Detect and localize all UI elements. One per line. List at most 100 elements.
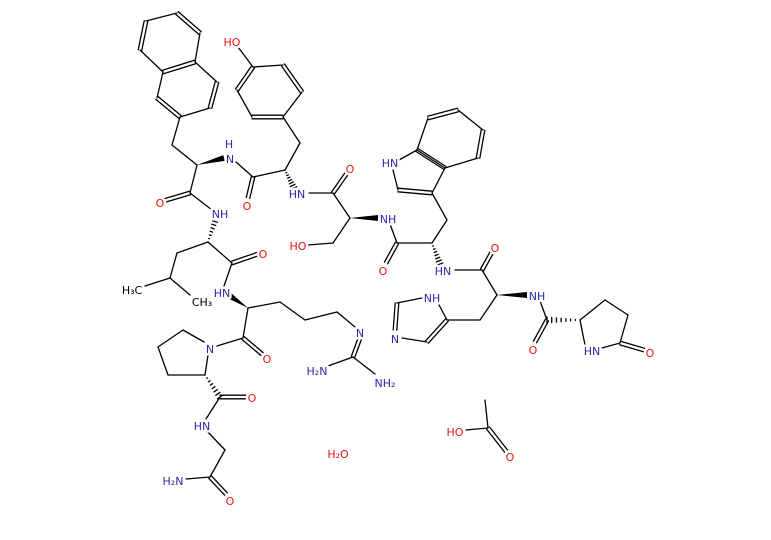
bond: [145, 12, 178, 22]
bond: [484, 399, 489, 429]
bond: [252, 169, 286, 178]
bond: [161, 59, 196, 71]
bond: [532, 318, 547, 342]
atom-label-o: HO: [447, 426, 464, 439]
atom-label-n: N: [356, 327, 364, 340]
atom-label-n: N: [206, 343, 214, 356]
atom-label-o: O: [491, 242, 500, 255]
bond: [169, 277, 191, 296]
hash-bond-segment: [208, 234, 212, 237]
bond: [242, 307, 249, 339]
bond: [618, 344, 645, 353]
bond: [194, 32, 201, 63]
hash-bond-segment: [287, 178, 293, 182]
bond: [234, 65, 253, 90]
bond: [161, 190, 191, 200]
bond: [397, 187, 433, 192]
bond: [332, 217, 351, 244]
atom-label-n: NH: [529, 290, 546, 303]
atom-label-o: O: [248, 392, 257, 405]
bond: [354, 337, 363, 359]
atom-label-n: NH: [380, 213, 397, 226]
bond: [352, 356, 376, 375]
bond: [386, 243, 400, 265]
bond: [194, 61, 218, 83]
atom-label-o: O: [529, 344, 538, 357]
atom-label-o: O: [346, 163, 355, 176]
atom-label-o: O: [226, 495, 235, 508]
bond: [247, 301, 281, 309]
hash-bond-segment: [209, 230, 214, 233]
bond: [241, 338, 262, 357]
hash-bond-segment: [211, 385, 216, 390]
atom-label-n: HN: [214, 287, 231, 300]
bond: [179, 107, 211, 118]
wedge-bond: [228, 293, 248, 308]
atom-label-n: HN: [289, 188, 306, 201]
bond: [465, 427, 489, 431]
hash-bond-segment: [215, 391, 221, 396]
bond: [284, 142, 301, 171]
bond: [535, 320, 550, 344]
bond: [157, 95, 182, 117]
atom-label-o: O: [646, 347, 655, 360]
atom-label-c: H₃C: [122, 284, 143, 297]
atom-label-c: CH₃: [192, 296, 212, 309]
bond: [189, 164, 198, 194]
bond: [210, 475, 228, 494]
wedge-bond: [497, 292, 527, 298]
bond: [437, 302, 448, 321]
bond: [333, 173, 350, 195]
bond: [444, 157, 479, 169]
bond: [481, 269, 498, 296]
bond: [252, 64, 284, 68]
wedge-bond: [350, 215, 378, 221]
bond: [457, 109, 484, 131]
bond: [479, 129, 486, 159]
hash-bond-segment: [289, 183, 296, 188]
atom-label-o: O: [259, 248, 268, 261]
atom-label-n: H₂N: [307, 365, 328, 378]
bond: [209, 449, 226, 478]
atom-label-o: O: [379, 265, 388, 278]
bond: [177, 10, 202, 33]
bond: [482, 252, 495, 272]
bond: [171, 144, 198, 166]
bond: [619, 314, 629, 344]
atom-label-n: H: [225, 138, 233, 151]
bond: [156, 71, 164, 99]
bond: [304, 311, 338, 321]
bond: [488, 426, 509, 451]
bond: [619, 340, 646, 349]
bond: [141, 20, 149, 52]
bond: [282, 91, 303, 118]
atom-label-o: O: [506, 451, 515, 464]
bond: [282, 116, 301, 144]
bond: [205, 396, 221, 420]
bond: [401, 337, 428, 343]
bond: [279, 301, 306, 321]
bond: [425, 318, 447, 342]
bond: [350, 336, 359, 358]
bond: [475, 129, 482, 159]
atom-label-n: H₂N: [163, 475, 184, 488]
bond: [157, 346, 169, 376]
bond: [280, 65, 302, 94]
bond: [207, 80, 216, 109]
atom-label-n: NH: [424, 292, 441, 305]
atom-label-n: N: [226, 153, 234, 166]
bond: [336, 311, 356, 328]
bond: [182, 329, 205, 343]
bond: [392, 302, 396, 331]
bond: [327, 356, 354, 367]
hash-bond-segment: [210, 227, 215, 230]
bond: [427, 111, 460, 121]
bond: [398, 149, 418, 161]
bond: [249, 176, 256, 200]
atom-label-n: NH: [212, 208, 229, 221]
atom-label-o: O: [263, 353, 272, 366]
atom-label-n: HN: [194, 420, 211, 433]
bond: [431, 167, 446, 194]
bond: [211, 81, 220, 110]
